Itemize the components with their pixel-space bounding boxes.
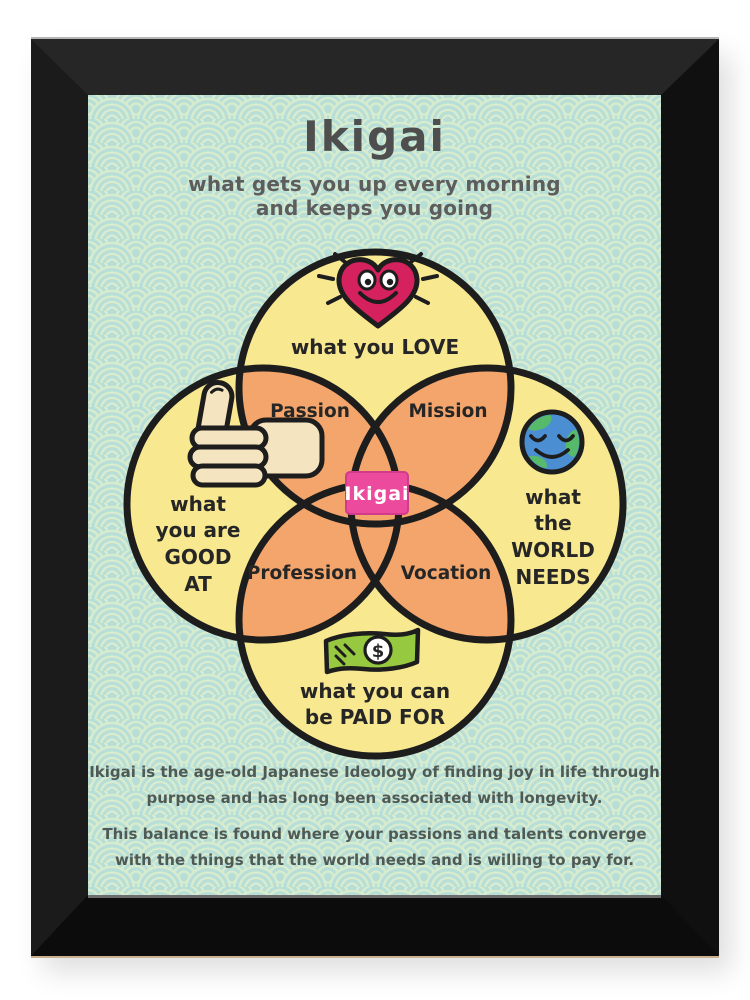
thumbs-up-icon	[187, 380, 325, 488]
heart-pupil-right	[386, 278, 394, 286]
earth-eye-left	[529, 434, 547, 443]
footer-para2-line1: This balance is found where your passion…	[102, 825, 647, 843]
label-vocation: Vocation	[401, 563, 492, 584]
label-good-at-line4: AT	[184, 572, 212, 596]
label-good-at-line3: GOOD	[164, 545, 231, 569]
label-world-needs-line1: what	[525, 485, 581, 509]
poster-subtitle: what gets you up every morning and keeps…	[88, 172, 661, 220]
label-good-at-line2: you are	[156, 518, 241, 542]
label-world-needs-line2: the	[534, 511, 571, 535]
poster: Ikigai what gets you up every morning an…	[88, 95, 661, 895]
label-mission: Mission	[409, 401, 488, 422]
earth-smile	[534, 448, 570, 459]
label-world-needs-line4: NEEDS	[515, 565, 590, 589]
poster-subtitle-line2: and keeps you going	[255, 196, 494, 220]
heart-smile	[358, 291, 398, 304]
footer-para1-line1: Ikigai is the age-old Japanese Ideology …	[89, 763, 660, 781]
footer-paragraph-2: This balance is found where your passion…	[88, 821, 661, 873]
earth-face	[529, 434, 575, 459]
label-what-you-love: what you LOVE	[291, 335, 459, 359]
footer-para2-line2: with the things that the world needs and…	[114, 851, 635, 869]
label-world-needs-line3: WORLD	[511, 538, 595, 562]
poster-footer: Ikigai is the age-old Japanese Ideology …	[88, 759, 661, 873]
heart-pupil-left	[364, 278, 372, 286]
earth-icon	[519, 409, 585, 475]
ikigai-venn-diagram: $ what you LOVE what you are GOOD AT wha…	[123, 248, 627, 760]
label-profession: Profession	[247, 563, 357, 584]
ikigai-center-label: Ikigai	[344, 483, 409, 505]
dollar-sign: $	[372, 641, 385, 662]
earth-eye-right	[557, 434, 575, 443]
money-coin-circle	[363, 635, 393, 665]
poster-subtitle-line1: what gets you up every morning	[188, 172, 561, 196]
heart-icon	[317, 252, 439, 329]
money-hatch-lines	[334, 643, 356, 666]
label-paid-for-line2: be PAID FOR	[305, 705, 445, 729]
hand-finger-3	[190, 463, 268, 488]
footer-para1-line2: purpose and has long been associated wit…	[146, 789, 603, 807]
circle-love-outline	[235, 248, 515, 528]
poster-title: Ikigai	[303, 112, 446, 161]
ikigai-center-badge	[345, 471, 409, 515]
footer-paragraph-1: Ikigai is the age-old Japanese Ideology …	[88, 759, 661, 811]
heart-rays	[317, 252, 439, 305]
picture-frame: Ikigai what gets you up every morning an…	[31, 39, 719, 956]
label-paid-for-line1: what you can	[300, 679, 450, 703]
label-good-at-line1: what	[170, 492, 226, 516]
money-icon: $	[323, 627, 421, 675]
label-passion: Passion	[270, 401, 350, 422]
thumb-nail-line	[210, 387, 224, 394]
